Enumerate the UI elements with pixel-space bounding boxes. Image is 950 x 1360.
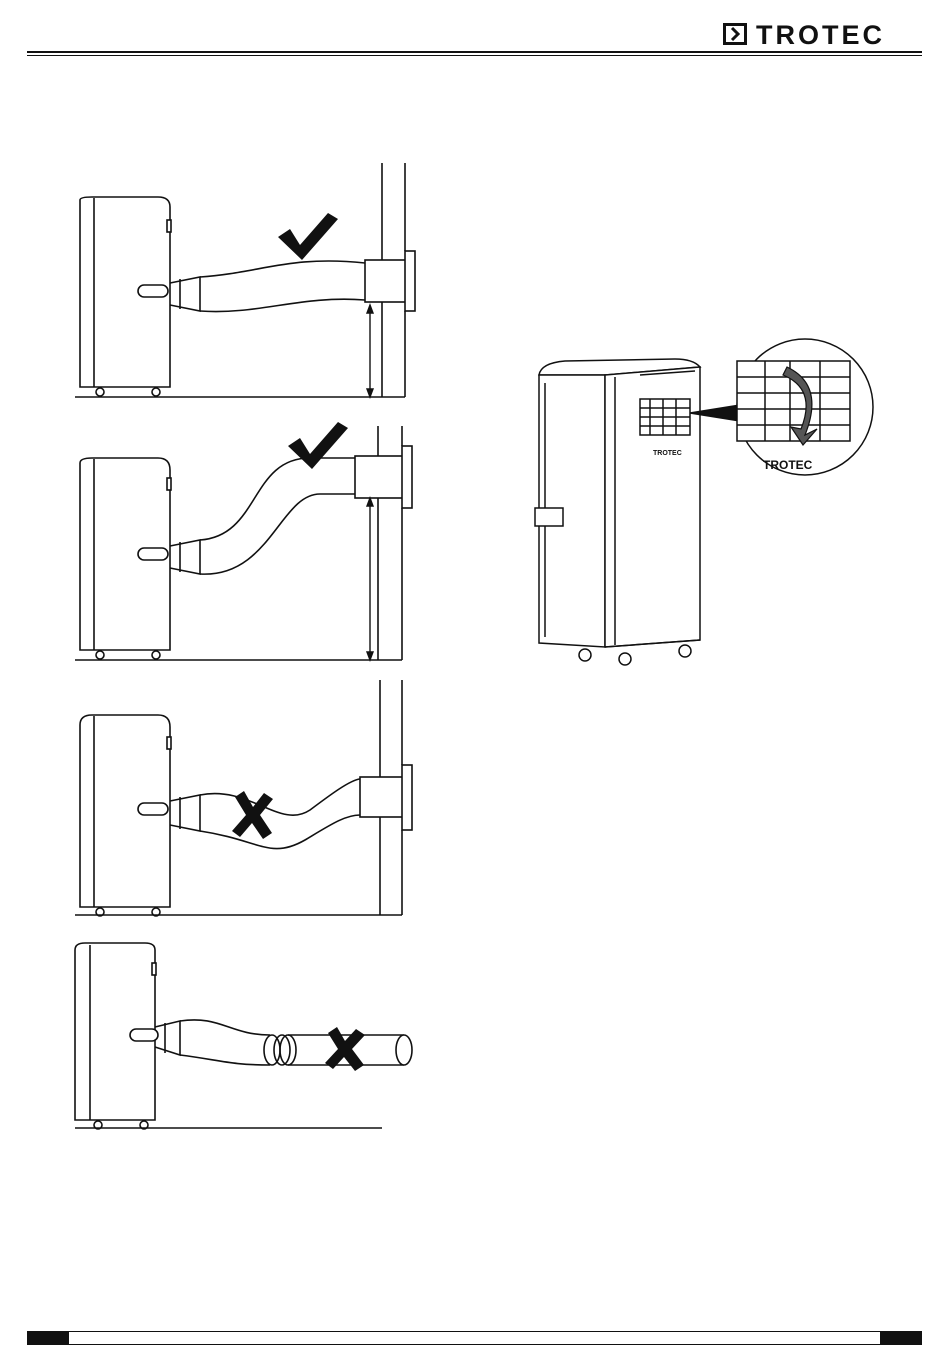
exhaust-hose (180, 1020, 270, 1065)
chevron-right-icon (727, 26, 745, 42)
footer-line (69, 1331, 880, 1345)
cross-icon (232, 791, 273, 839)
brand-logo: TROTEC (720, 20, 925, 50)
footer-right-block (880, 1331, 922, 1345)
logo-chevron-box (723, 23, 747, 45)
figure-correct-install-2 (60, 418, 430, 668)
figure-louvre-adjustment: TROTEC TROTEC (525, 325, 885, 675)
brand-name: TROTEC (756, 20, 885, 50)
zoom-badge: TROTEC (763, 458, 813, 472)
header-rule (27, 51, 922, 53)
figure-wrong-install-1 (60, 675, 430, 925)
check-icon (288, 422, 348, 469)
exhaust-hose (200, 458, 355, 574)
figure-wrong-install-2 (60, 935, 430, 1135)
unit-badge: TROTEC (653, 450, 682, 457)
exhaust-hose (200, 261, 365, 312)
header-rule-thin (27, 55, 922, 56)
footer-bar (27, 1331, 922, 1345)
check-icon (278, 213, 338, 260)
figure-correct-install-1 (60, 155, 430, 405)
exhaust-hose (200, 779, 360, 849)
footer-left-block (27, 1331, 69, 1345)
